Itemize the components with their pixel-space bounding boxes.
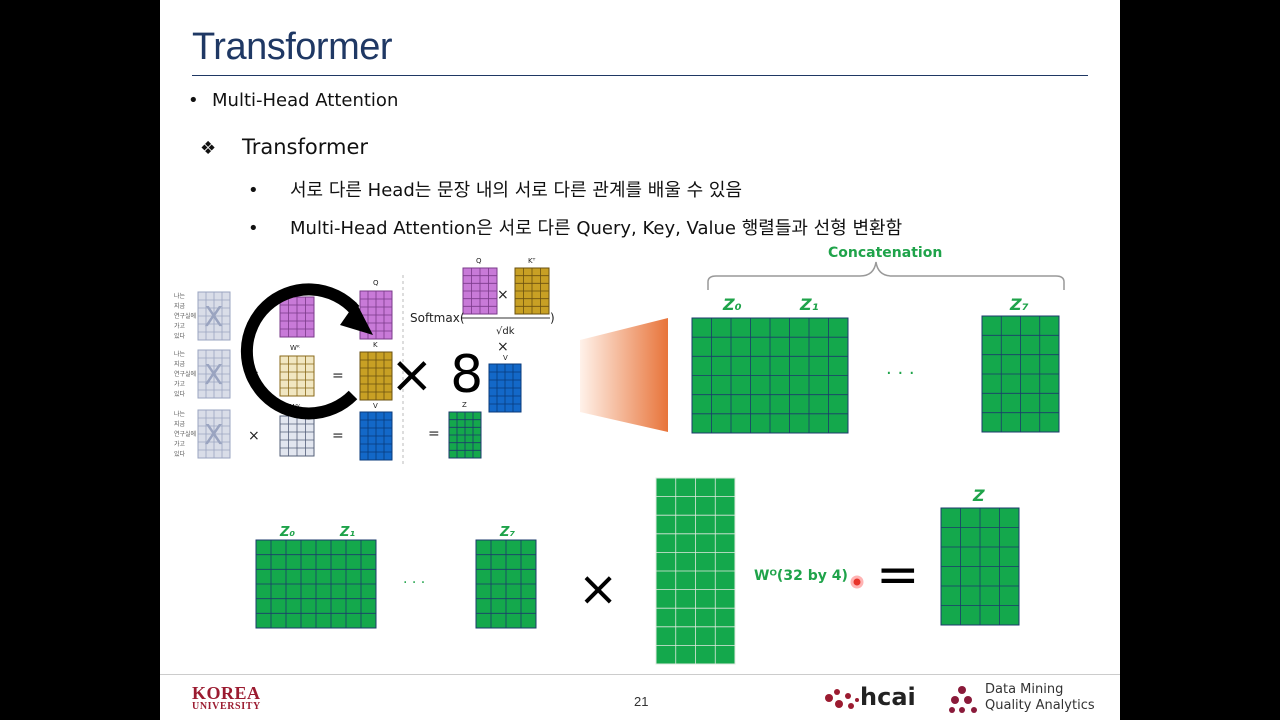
q-label: Q	[373, 279, 379, 287]
bullet-dot: •	[248, 180, 259, 201]
ellipsis-top: . . .	[886, 358, 915, 379]
q-matrix-softmax	[462, 267, 498, 315]
z1-label-top: Z₁	[799, 295, 819, 314]
times-eight-label: × 8	[390, 345, 483, 405]
token-label: 지금	[174, 420, 186, 428]
z7-matrix-bottom	[475, 539, 537, 629]
kt-matrix-softmax	[514, 267, 550, 315]
concatenation-label: Concatenation	[828, 245, 943, 261]
softmax-close: )	[550, 311, 555, 325]
token-label: 가고	[174, 322, 186, 330]
v-label: V	[373, 402, 378, 410]
z-result-matrix	[940, 507, 1020, 626]
token-label: 있다	[174, 332, 186, 340]
v-label-softmax: V	[503, 354, 508, 362]
equals-small: =	[428, 426, 440, 442]
qk-multiply: ×	[497, 287, 509, 303]
input-matrix-x	[197, 349, 231, 399]
bullet-level3-item: • Multi-Head Attention은 서로 다른 Query, Key,…	[248, 214, 902, 240]
token-label: 가고	[174, 380, 186, 388]
wk-label: Wᴷ	[290, 344, 300, 352]
token-label: 연구실에	[174, 370, 196, 378]
input-matrix-x	[197, 291, 231, 341]
multiply-symbol: ×	[578, 561, 618, 617]
z1-label-bottom: Z₁	[339, 525, 355, 540]
z7-label-top: Z₇	[1009, 295, 1029, 314]
token-label: 연구실에	[174, 312, 196, 320]
pointer-dot-icon	[850, 575, 864, 589]
bullet-level2: ❖ Transformer	[200, 135, 368, 159]
projection-funnel	[580, 318, 668, 432]
z-matrix-small	[448, 411, 482, 459]
input-matrix-x	[197, 409, 231, 459]
x-matrix-label: X	[204, 300, 223, 333]
equals-symbol: =	[876, 545, 920, 605]
dmqa-logo-icon	[949, 686, 977, 713]
slide-title: Transformer	[192, 26, 393, 68]
k-matrix	[359, 351, 393, 401]
softmax-label: Softmax(	[410, 311, 465, 325]
bullet-dot: •	[188, 90, 199, 111]
z0-label-bottom: Z₀	[279, 525, 295, 540]
wo-weight-matrix	[655, 477, 736, 665]
z0-label-top: Z₀	[722, 295, 742, 314]
repeat-rotation-icon	[240, 283, 373, 420]
z0-z1-matrix-top	[691, 317, 849, 434]
bullet-level3-item: • 서로 다른 Head는 문장 내의 서로 다른 관계를 배울 수 있음	[248, 176, 742, 202]
multiply-small: ×	[248, 428, 260, 444]
token-label: 나는	[174, 410, 186, 418]
concatenation-brace	[707, 261, 1065, 290]
z0-z1-matrix-bottom	[255, 539, 377, 629]
v-multiply: ×	[497, 339, 509, 355]
z7-label-bottom: Z₇	[499, 525, 515, 540]
bullet-level3-text: Multi-Head Attention은 서로 다른 Query, Key, …	[290, 218, 903, 239]
hcai-logo-dots-icon	[825, 689, 859, 709]
kt-label-softmax: Kᵀ	[528, 257, 536, 265]
token-label: 지금	[174, 302, 186, 310]
bullet-level1-text: Multi-Head Attention	[212, 90, 399, 111]
x-matrix-label: X	[204, 358, 223, 391]
v-matrix	[359, 411, 393, 461]
ellipsis-bottom: . . .	[403, 571, 425, 587]
multi-head-attention-diagram: 나는지금연구실에가고있다X나는지금연구실에가고있다X나는지금연구실에가고있다XW…	[174, 257, 1065, 665]
v-matrix-softmax	[488, 363, 522, 413]
wk-matrix	[279, 355, 315, 397]
equals-small: =	[332, 428, 344, 444]
bullet-level3-text: 서로 다른 Head는 문장 내의 서로 다른 관계를 배울 수 있음	[290, 180, 743, 201]
slide: Transformer • Multi-Head Attention ❖ Trans…	[160, 0, 1120, 720]
wo-label: Wᴼ(32 by 4)	[754, 568, 848, 584]
token-label: 있다	[174, 450, 186, 458]
diamond-bullet-icon: ❖	[200, 138, 217, 159]
sqrt-dk-label: √dk	[496, 326, 515, 337]
page-number: 21	[634, 694, 649, 709]
footer-divider	[160, 674, 1120, 675]
bullet-dot: •	[248, 218, 259, 239]
bullet-level2-text: Transformer	[242, 135, 369, 159]
wq-matrix	[279, 296, 315, 338]
token-label: 나는	[174, 350, 186, 358]
token-label: 나는	[174, 292, 186, 300]
bullet-level1: • Multi-Head Attention	[188, 90, 398, 111]
title-underline	[192, 75, 1088, 76]
z-result-label: Z	[972, 486, 985, 505]
equals-small: =	[332, 368, 344, 384]
wv-matrix	[279, 415, 315, 457]
token-label: 가고	[174, 440, 186, 448]
z-label-small: Z	[462, 401, 467, 409]
q-label-softmax: Q	[476, 257, 482, 265]
token-label: 있다	[174, 390, 186, 398]
korea-university-logo: KOREA UNIVERSITY	[192, 683, 261, 712]
token-label: 지금	[174, 360, 186, 368]
hcai-logo-text: hcai	[860, 683, 916, 711]
x-matrix-label: X	[204, 418, 223, 451]
z7-matrix-top	[981, 315, 1060, 433]
dmqa-logo-text: Data Mining Quality Analytics	[985, 682, 1095, 713]
k-label: K	[373, 341, 378, 349]
token-label: 연구실에	[174, 430, 196, 438]
